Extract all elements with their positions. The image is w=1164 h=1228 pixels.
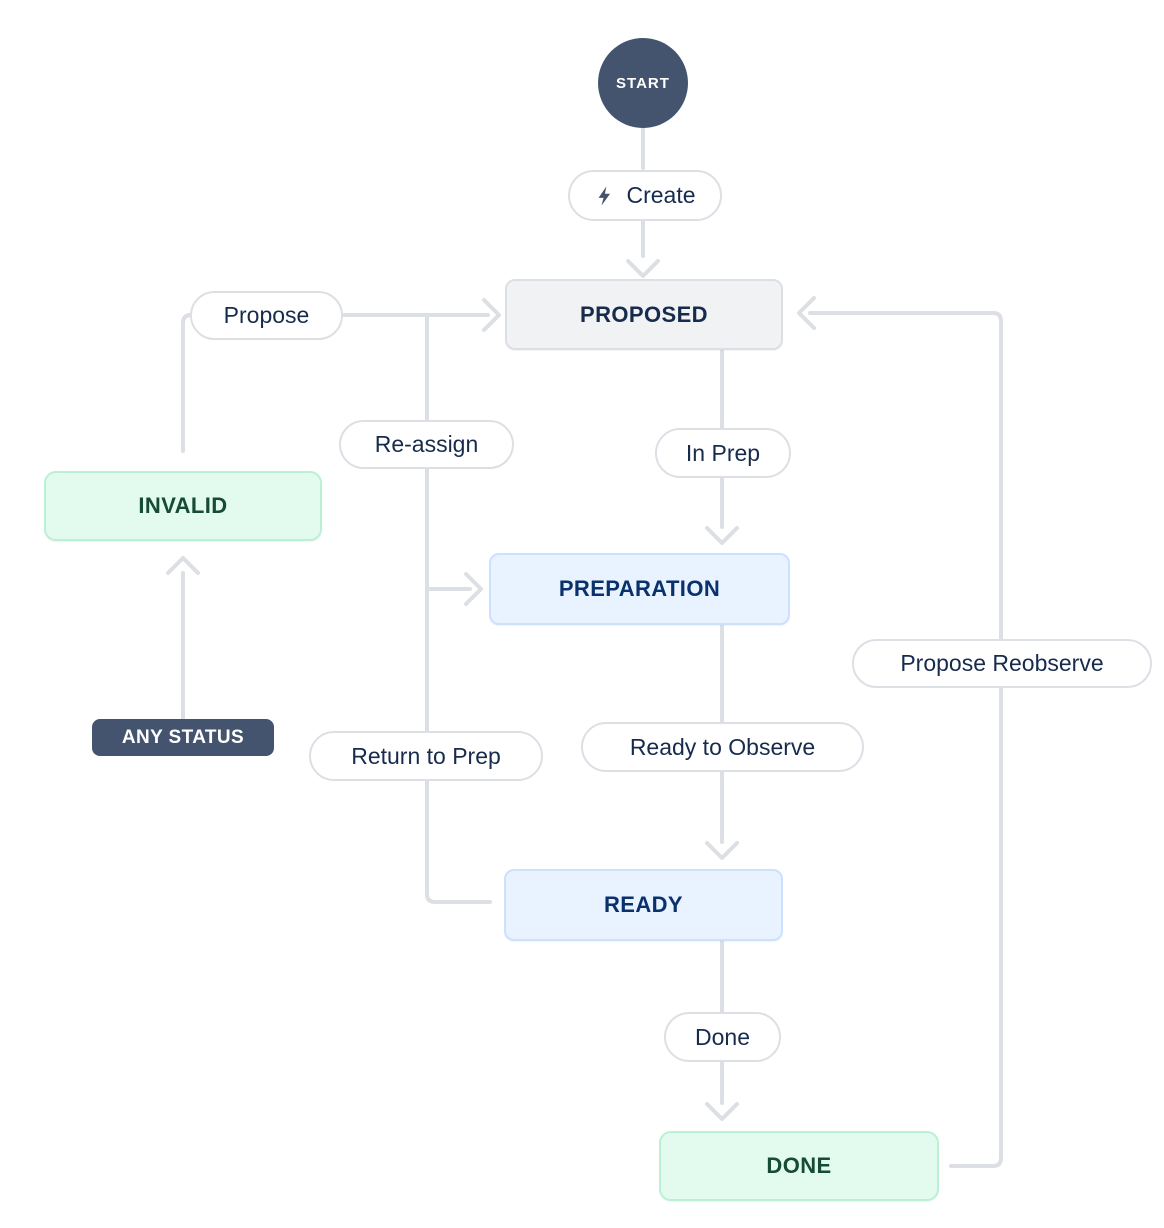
- status-done[interactable]: DONE: [659, 1131, 939, 1201]
- connector-rail-reassign: [425, 315, 492, 904]
- transition-done-label: Done: [695, 1023, 750, 1050]
- arrowhead-into-proposed-left: [482, 298, 501, 332]
- status-preparation-label: PREPARATION: [558, 576, 721, 601]
- status-proposed-label: PROPOSED: [580, 301, 708, 327]
- status-invalid[interactable]: INVALID: [44, 471, 322, 541]
- transition-return-to-prep[interactable]: Return to Prep: [309, 731, 543, 781]
- transition-propose-reobserve[interactable]: Propose Reobserve: [852, 639, 1152, 688]
- transition-reassign-label: Re-assign: [374, 431, 479, 457]
- transition-return-to-prep-label: Return to Prep: [351, 742, 501, 769]
- lightning-icon: [594, 184, 616, 208]
- arrowhead-into-ready-top: [705, 841, 739, 860]
- arrowhead-into-preparation-top: [705, 526, 739, 545]
- any-status-badge[interactable]: ANY STATUS: [92, 719, 274, 756]
- status-done-label: DONE: [766, 1153, 832, 1178]
- arrowhead-into-proposed-right: [797, 296, 816, 330]
- any-status-label: ANY STATUS: [121, 726, 245, 748]
- transition-reassign[interactable]: Re-assign: [339, 420, 514, 469]
- arrowhead-into-invalid-bottom: [166, 556, 200, 575]
- transition-ready-to-observe[interactable]: Ready to Observe: [581, 722, 864, 772]
- arrowhead-into-done-top: [705, 1102, 739, 1121]
- status-proposed[interactable]: PROPOSED: [505, 279, 783, 350]
- status-preparation[interactable]: PREPARATION: [489, 553, 790, 625]
- start-node[interactable]: START: [598, 38, 688, 128]
- transition-propose-label: Propose: [223, 302, 310, 328]
- transition-create-label: Create: [626, 182, 696, 208]
- transition-in-prep[interactable]: In Prep: [655, 428, 791, 478]
- transition-in-prep-label: In Prep: [685, 439, 761, 466]
- transition-done[interactable]: Done: [664, 1012, 781, 1062]
- start-label: START: [616, 74, 670, 92]
- status-invalid-label: INVALID: [138, 493, 228, 518]
- connector-done-reobserve-proposed: [808, 311, 1003, 1168]
- transition-create[interactable]: Create: [568, 170, 722, 221]
- transition-propose[interactable]: Propose: [190, 291, 343, 340]
- arrowhead-into-proposed-top: [626, 259, 660, 278]
- transition-propose-reobserve-label: Propose Reobserve: [900, 650, 1104, 676]
- transition-ready-to-observe-label: Ready to Observe: [629, 733, 816, 760]
- status-ready[interactable]: READY: [504, 869, 783, 941]
- status-ready-label: READY: [603, 892, 683, 917]
- arrowhead-into-preparation-left: [464, 572, 483, 606]
